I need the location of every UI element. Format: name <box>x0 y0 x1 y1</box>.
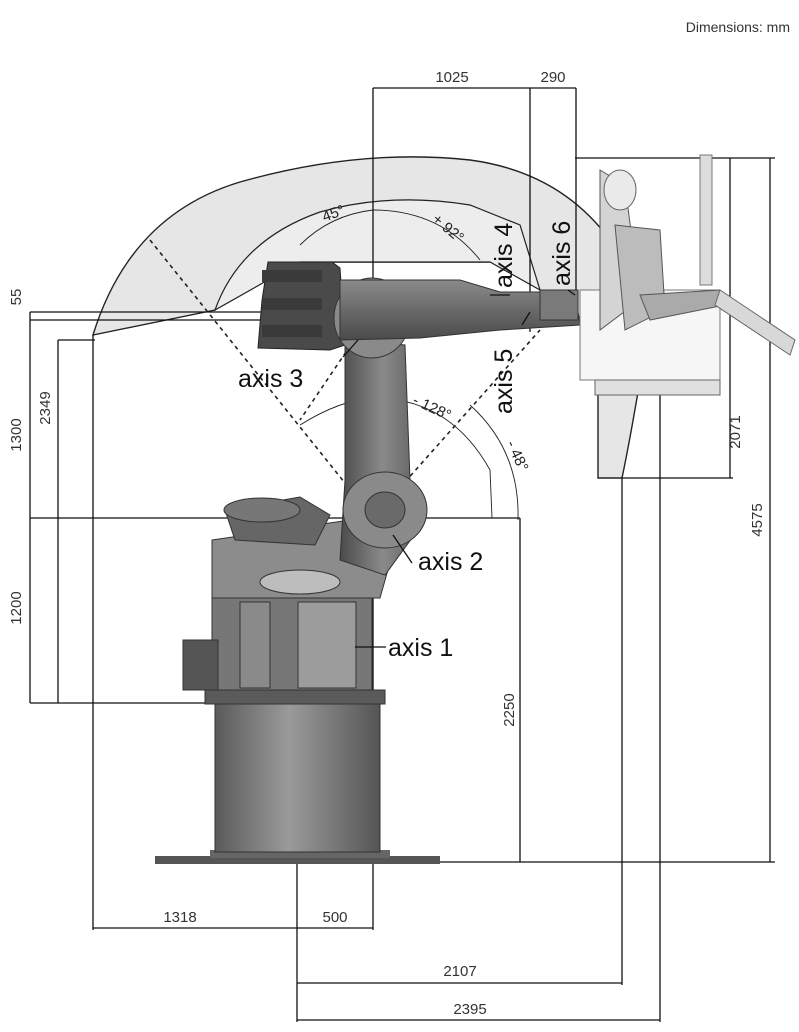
axis-5-label: axis 5 <box>490 349 518 414</box>
axis-6-label: axis 6 <box>548 221 576 286</box>
axis-leaders <box>342 289 576 648</box>
dim-2349: 2349 <box>37 391 54 424</box>
dim-55: 55 <box>8 289 25 306</box>
angle-45: 45° <box>320 202 347 226</box>
axis-2-label: axis 2 <box>418 548 483 576</box>
dim-1200: 1200 <box>8 591 25 624</box>
units-note: Dimensions: mm <box>686 19 790 35</box>
dim-4575: 4575 <box>749 503 766 536</box>
robot-upper-arm <box>257 261 581 359</box>
dim-1025: 1025 <box>435 69 468 86</box>
axis-1-label: axis 1 <box>388 634 453 662</box>
dim-2250: 2250 <box>501 693 518 726</box>
dim-1318: 1318 <box>163 909 196 926</box>
dim-2395: 2395 <box>453 1001 486 1018</box>
dim-290: 290 <box>540 69 565 86</box>
robot-lower-arm <box>223 339 428 576</box>
angle-minus-128: - 128° <box>410 392 454 424</box>
dim-2107: 2107 <box>443 963 476 980</box>
dim-500: 500 <box>322 909 347 926</box>
test-seat-dummy <box>579 154 796 396</box>
dim-1300: 1300 <box>8 418 25 451</box>
axis-3-label: axis 3 <box>238 365 303 393</box>
robot-pedestal <box>155 689 440 864</box>
inner-envelope <box>213 199 542 312</box>
dim-2071: 2071 <box>727 415 744 448</box>
axis-4-label: axis 4 <box>490 223 518 288</box>
